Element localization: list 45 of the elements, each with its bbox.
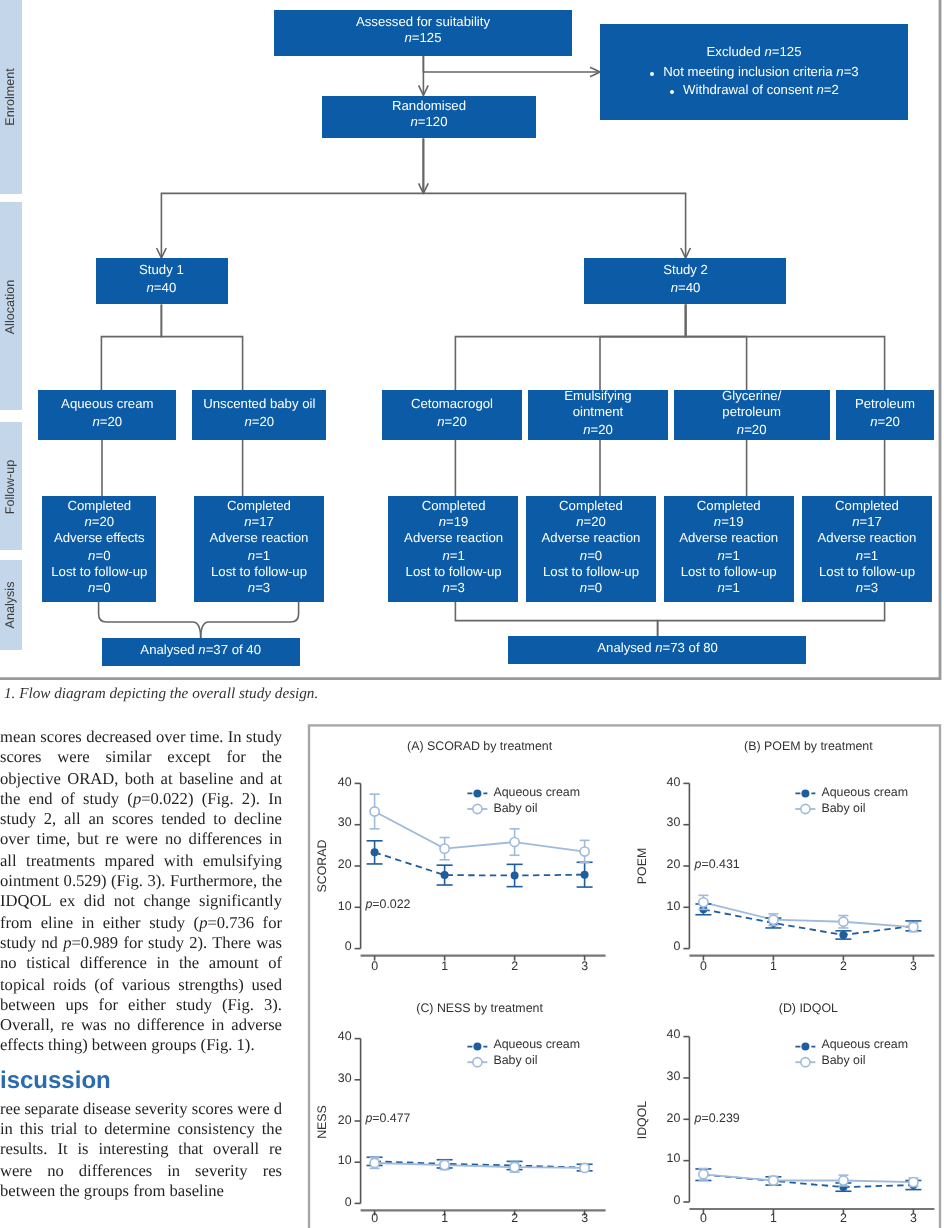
process-box (274, 9, 572, 56)
arrow (422, 54, 601, 78)
process-box (194, 496, 324, 602)
process-box (38, 390, 177, 440)
process-box (836, 390, 934, 440)
point (440, 871, 449, 880)
connector-line (241, 439, 244, 497)
connector-line (684, 303, 886, 391)
phase-band (0, 422, 22, 550)
process-box (95, 258, 228, 305)
process-box (526, 496, 656, 602)
point (579, 846, 590, 857)
body-paragraph: ree separate disease severity scores were d in this trial to determine consistency the results. It is interesting that overall re were no differences in severity res between the groups from baseline (0, 1099, 282, 1203)
exclusion-box (600, 24, 908, 121)
connector-line (101, 439, 103, 497)
arrow (422, 137, 692, 259)
process-box (322, 95, 536, 139)
process-box (388, 496, 519, 602)
connector-line (454, 439, 457, 497)
process-box (673, 390, 830, 440)
point (580, 870, 589, 879)
process-box (508, 636, 807, 664)
process-box (584, 258, 787, 305)
section-heading: iscussion (0, 1065, 111, 1094)
phase-band (0, 0, 22, 194)
point (370, 848, 379, 857)
process-box (664, 496, 794, 602)
body-paragraph: mean scores decreased over time. In study scores were similar except for the objective ORAD, both at baseline and at the end of study (p=0.022) (Fig. 2). In study 2, all an scores tended to decline over time, but re were no differences in all treatments mpared with emulsifying ointment 0.529) (Fig. 3). Furthermore, the IDQOL ex did not change significantly from eline in either study (p=0.736 for study nd p=0.989 for study 2). There was no tistical difference in the amount of topical roids (of various strengths) used between ups for either study (Fig. 3). Overall, re was no difference in adverse effects thing) between groups (Fig. 1). (0, 728, 282, 1058)
process-box (101, 638, 300, 667)
point (369, 806, 380, 817)
point (509, 836, 520, 848)
process-box (802, 496, 932, 602)
connector-line (599, 439, 601, 497)
connector-line (883, 439, 886, 497)
process-box (528, 390, 668, 440)
point (510, 871, 519, 880)
connector-line (745, 439, 748, 497)
point (439, 843, 450, 855)
process-box (192, 390, 326, 440)
connector-line (656, 601, 886, 638)
phase-band (0, 202, 22, 410)
connector-line (160, 303, 244, 391)
process-box (42, 496, 157, 602)
process-box (382, 390, 522, 440)
phase-band (0, 560, 22, 650)
